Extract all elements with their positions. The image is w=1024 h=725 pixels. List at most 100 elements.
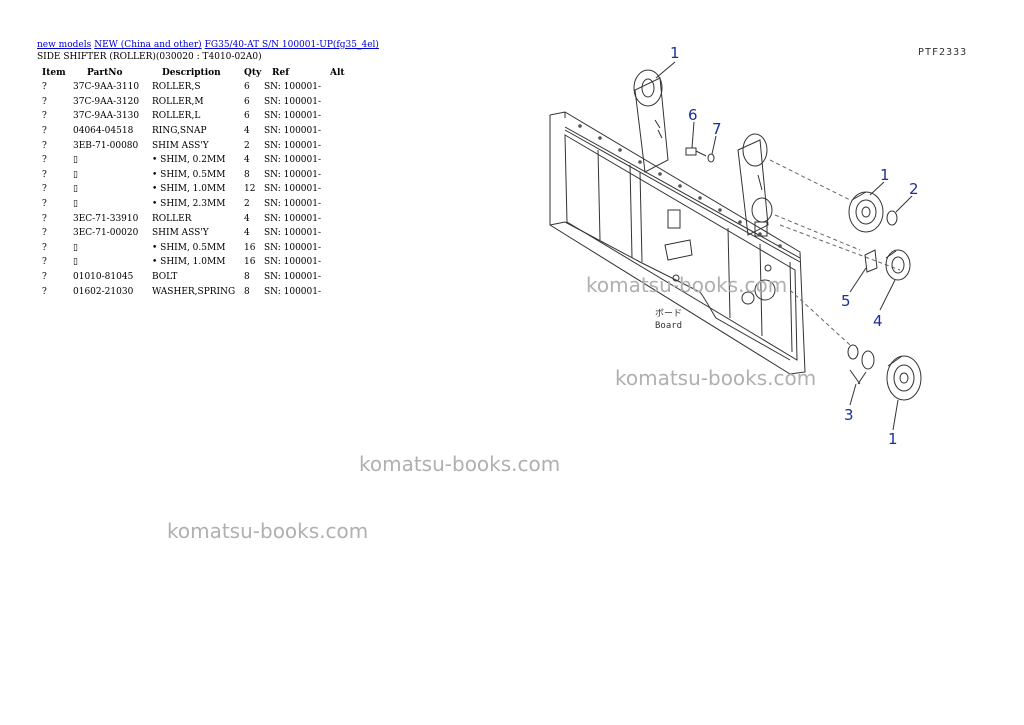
cell-partno: 01602-21030 (73, 286, 134, 297)
ring-3 (847, 344, 875, 385)
cell-partno: 3EC-71-00020 (73, 228, 139, 239)
cell-partno: ▯ (73, 199, 78, 210)
cell-ref: SN: 100001- (264, 213, 322, 224)
watermark: komatsu-books.com (615, 366, 817, 390)
cell-ref: SN: 100001- (264, 199, 322, 210)
breadcrumb-link-new-models[interactable]: new models (37, 40, 92, 50)
cell-item: ? (42, 155, 47, 166)
breadcrumb-link-region[interactable]: NEW (China and other) (94, 40, 202, 50)
cell-item: ? (42, 286, 47, 297)
cell-alt (330, 124, 350, 139)
cell-item: ? (42, 257, 47, 268)
cell-partno: 3EB-71-00080 (73, 140, 139, 151)
callout-2: 2 (909, 180, 919, 198)
cell-qty: 6 (244, 111, 250, 122)
top-rail (578, 124, 782, 248)
bolt-part (685, 147, 715, 163)
cell-ref: SN: 100001- (264, 169, 322, 180)
cell-item: ? (42, 199, 47, 210)
cell-partno: ▯ (73, 169, 78, 180)
roller-4 (885, 249, 911, 281)
roller-large-top (848, 191, 884, 233)
cell-item: ? (42, 184, 47, 195)
cell-alt (330, 182, 350, 197)
cell-qty: 16 (244, 242, 256, 253)
board-label-en: Board (655, 321, 682, 331)
cell-ref: SN: 100001- (264, 126, 322, 137)
cell-item: ? (42, 96, 47, 107)
cell-partno: 01010-81045 (73, 272, 134, 283)
cell-ref: SN: 100001- (264, 242, 322, 253)
diagram-code: PTF2333 (918, 47, 967, 58)
left-hook-arm (633, 69, 669, 173)
cell-partno: 04064-04518 (73, 126, 134, 137)
cell-qty: 12 (244, 184, 256, 195)
cell-qty: 6 (244, 96, 250, 107)
right-hook-arm (737, 133, 773, 236)
cell-qty: 8 (244, 169, 250, 180)
cell-item: ? (42, 213, 47, 224)
assembly-leaders (769, 159, 901, 346)
cell-ref: SN: 100001- (264, 257, 322, 268)
cell-partno: 3EC-71-33910 (73, 213, 139, 224)
watermark: komatsu-books.com (359, 452, 561, 476)
cell-qty: 16 (244, 257, 256, 268)
cell-description: ROLLER,M (152, 96, 204, 107)
cell-ref: SN: 100001- (264, 82, 322, 93)
page-title: SIDE SHIFTER (ROLLER)(030020 : T4010-02A… (37, 52, 262, 62)
cell-alt (330, 153, 350, 168)
cell-item: ? (42, 242, 47, 253)
cell-qty: 4 (244, 155, 250, 166)
cell-partno: ▯ (73, 242, 78, 253)
cell-ref: SN: 100001- (264, 228, 322, 239)
cell-item: ? (42, 111, 47, 122)
cell-partno: 37C-9AA-3130 (73, 111, 140, 122)
cell-alt (330, 226, 350, 241)
header-alt: Alt (330, 68, 345, 78)
roller-large-bottom (886, 355, 922, 401)
watermark: komatsu-books.com (167, 519, 369, 543)
callout-7: 7 (712, 120, 722, 138)
cell-description: RING,SNAP (152, 126, 207, 137)
cell-alt (330, 168, 350, 183)
cell-description: SHIM ASS'Y (152, 228, 209, 239)
cell-alt (330, 109, 350, 124)
callout-1-top: 1 (670, 44, 680, 62)
header-ref: Ref (272, 68, 290, 78)
cell-item: ? (42, 82, 47, 93)
callout-3: 3 (844, 406, 854, 424)
cell-alt (330, 255, 350, 270)
breadcrumb-link-model[interactable]: FG35/40-AT S/N 100001-UP(fg35_4el) (204, 40, 379, 50)
cell-item: ? (42, 228, 47, 239)
header-item: Item (42, 68, 66, 78)
cell-alt (330, 197, 350, 212)
cell-alt (330, 80, 350, 95)
cell-alt (330, 241, 350, 256)
cell-qty: 2 (244, 199, 250, 210)
cell-description: SHIM ASS'Y (152, 140, 209, 151)
cell-partno: 37C-9AA-3120 (73, 96, 140, 107)
callout-1-bottom: 1 (888, 430, 898, 448)
watermark: komatsu-books.com (586, 273, 788, 297)
cell-ref: SN: 100001- (264, 96, 322, 107)
cell-qty: 2 (244, 140, 250, 151)
cell-ref: SN: 100001- (264, 272, 322, 283)
cell-ref: SN: 100001- (264, 155, 322, 166)
cell-alt (330, 211, 350, 226)
callout-4: 4 (873, 312, 883, 330)
cell-qty: 6 (244, 82, 250, 93)
cell-alt (330, 270, 350, 285)
